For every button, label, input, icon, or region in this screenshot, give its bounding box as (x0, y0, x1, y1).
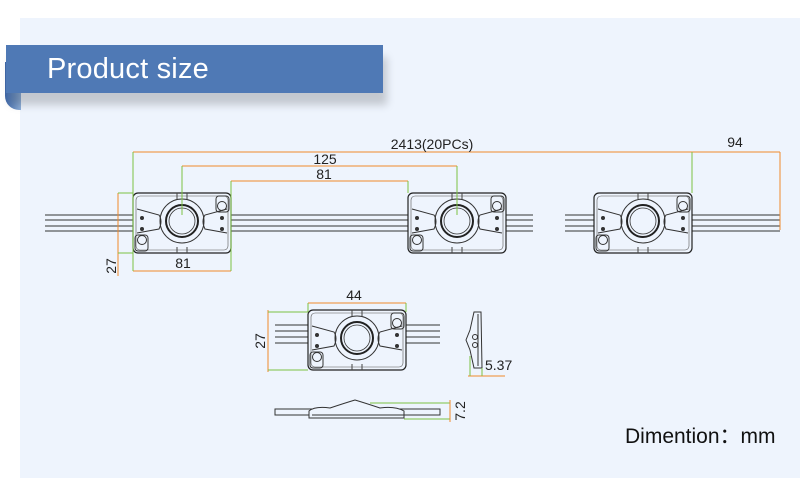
module-width-chain-label: 27 (103, 258, 119, 274)
pitch-label: 125 (313, 151, 337, 167)
module-width-label: 27 (252, 333, 268, 349)
unit-label: Dimention：mm (625, 425, 776, 448)
module-length-chain-label: 81 (175, 255, 191, 271)
gap-label: 81 (316, 166, 332, 182)
led-module-side-view (465, 311, 483, 369)
chain-length-label: 2413(20PCs) (391, 136, 474, 152)
dimension-lines (117, 151, 781, 276)
module-length-label: 44 (346, 287, 362, 303)
page-title: Product size (47, 53, 209, 85)
title-banner (6, 45, 383, 93)
end-lead-label: 94 (727, 134, 743, 150)
side-depth-label: 5.37 (485, 357, 512, 373)
height-label: 7.2 (452, 401, 468, 421)
led-module-front-view (274, 399, 441, 419)
